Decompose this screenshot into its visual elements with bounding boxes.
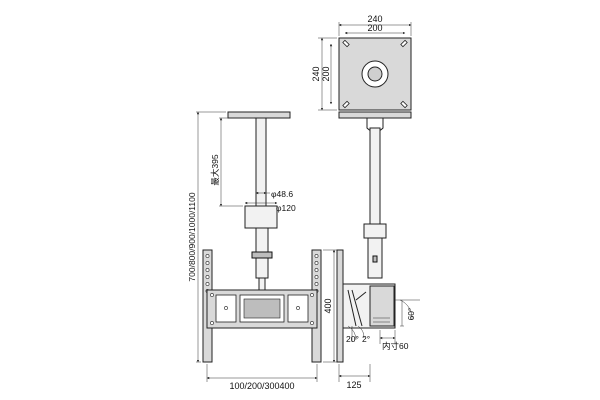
side-ceiling-plate	[338, 111, 412, 119]
dim-max-extension: 最大395	[210, 154, 220, 185]
front-clamp	[251, 251, 273, 259]
dim-top-width-outer: 240	[367, 14, 382, 24]
slot-bl	[342, 100, 350, 109]
dim-pole-length: 700/800/900/1000/1100	[187, 192, 197, 281]
slot-tl	[342, 39, 350, 48]
top-view-plate: 240 200 240 200	[311, 14, 412, 111]
slot-tr	[400, 39, 408, 48]
front-joint	[258, 277, 266, 291]
slot-br	[400, 100, 408, 109]
dim-top-width-inner: 200	[367, 23, 382, 33]
dim-depth: 125	[346, 380, 361, 390]
angle-tilt: 60°	[406, 308, 416, 321]
dim-pole-diameter: φ48.6	[271, 189, 293, 199]
side-view: 20° 2° 60° 内寸60 125	[336, 111, 420, 390]
dim-bracket-spacing: 100/200/300400	[229, 381, 294, 391]
dim-inner-width: 内寸60	[382, 341, 409, 351]
dim-bracket-height: 400	[323, 298, 333, 313]
side-knob	[372, 255, 378, 263]
side-pole	[369, 127, 381, 225]
side-panel	[336, 249, 344, 363]
dim-top-height-outer: 240	[311, 66, 321, 81]
center-hole-inner	[367, 66, 383, 82]
side-sleeve	[363, 223, 387, 239]
angle-right: 2°	[362, 334, 370, 344]
front-sleeve	[244, 205, 278, 229]
front-pole	[255, 117, 267, 209]
front-view: 700/800/900/1000/1100 最大395 φ48.6 φ120 1…	[187, 111, 338, 391]
front-ceiling-plate	[227, 111, 291, 119]
dim-top-height-inner: 200	[321, 66, 331, 81]
angle-left: 20°	[346, 334, 359, 344]
side-bracket-box	[369, 285, 395, 327]
dim-sleeve-diameter: φ120	[276, 203, 296, 213]
